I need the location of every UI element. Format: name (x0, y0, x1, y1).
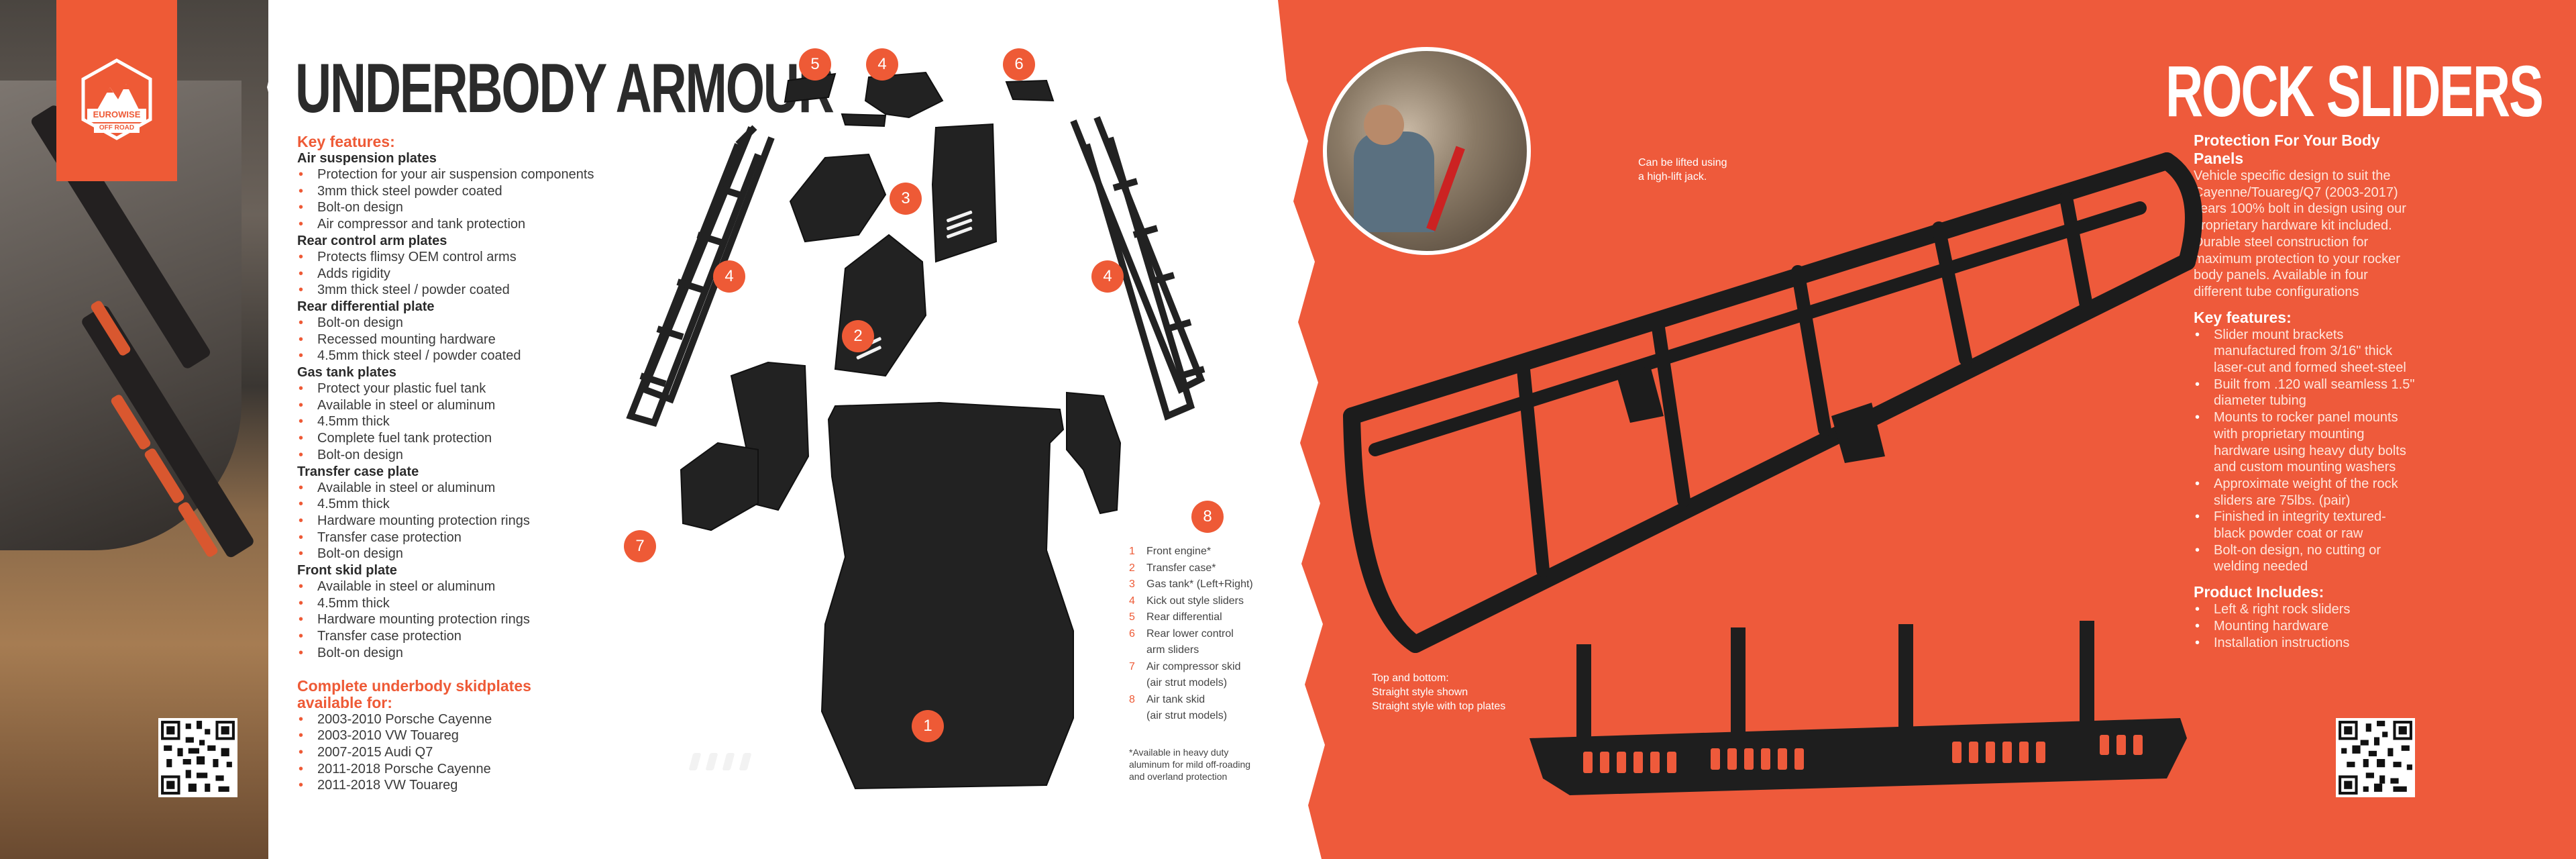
include-item: Left & right rock sliders (2194, 601, 2415, 618)
page-title-underbody: UNDERBODY ARMOUR (295, 50, 835, 128)
part-badge: 7 (624, 530, 656, 562)
feature-item: Bolt-on design (297, 546, 646, 562)
part-badge: 4 (866, 48, 898, 81)
brand-logo: EUROWISE OFF ROAD (56, 0, 177, 181)
feature-item: 4.5mm thick steel / powder coated (297, 348, 646, 364)
jack-lift-photo (1323, 47, 1531, 255)
feature-item: Protects flimsy OEM control arms (297, 249, 646, 266)
feature-item: Built from .120 wall seamless 1.5" diame… (2194, 376, 2415, 409)
legend-row: (air strut models) (1146, 677, 1228, 689)
underbody-features: Key features: Air suspension platesProte… (297, 133, 646, 794)
part-rear-control-arm-right (1005, 79, 1055, 102)
torn-paper-edge (267, 0, 302, 859)
logo-subtext: OFF ROAD (99, 124, 135, 132)
section-heading: Transfer case plate (297, 464, 419, 479)
part-badge: 6 (1003, 48, 1035, 81)
part-front-engine-skid (820, 401, 1074, 790)
feature-item: 4.5mm thick (297, 496, 646, 513)
part-badge: 4 (713, 260, 745, 293)
feature-item: Bolt-on design, no cutting or welding ne… (2194, 542, 2415, 575)
feature-item: Protect your plastic fuel tank (297, 381, 646, 397)
feature-item: Air compressor and tank protection (297, 216, 646, 233)
feature-item: Adds rigidity (297, 266, 646, 283)
page-title-rock-sliders: ROCK SLIDERS (2165, 50, 2544, 132)
intro-heading: Protection For Your Body Panels (2194, 132, 2380, 167)
include-item: Installation instructions (2194, 635, 2415, 652)
part-badge: 3 (890, 183, 922, 215)
part-gas-tank-left (789, 153, 887, 243)
feature-item: Finished in integrity textured-black pow… (2194, 509, 2415, 542)
feature-item: Transfer case protection (297, 529, 646, 546)
feature-item: Approximate weight of the rock sliders a… (2194, 476, 2415, 509)
complete-heading-2: available for: (297, 693, 392, 711)
feature-item: Recessed mounting hardware (297, 332, 646, 348)
complete-heading-1: Complete underbody skidplates (297, 676, 531, 695)
feature-item: 3mm thick steel / powder coated (297, 282, 646, 299)
part-badge: 1 (912, 710, 944, 742)
part-air-compressor-skid-b (680, 442, 759, 532)
feature-item: Available in steel or aluminum (297, 578, 646, 595)
part-transfer-case (834, 234, 927, 377)
part-badge: 2 (842, 320, 874, 352)
feature-item: 4.5mm thick (297, 413, 646, 430)
feature-item: Available in steel or aluminum (297, 397, 646, 414)
rock-slider-description: Protection For Your Body Panels Vehicle … (2194, 132, 2415, 651)
part-badge: 8 (1191, 501, 1224, 533)
feature-item: Bolt-on design (297, 315, 646, 332)
section-heading: Rear differential plate (297, 299, 435, 314)
feature-item: Mounts to rocker panel mounts with propr… (2194, 409, 2415, 476)
intro-text: Vehicle specific design to suit the Caye… (2194, 168, 2406, 299)
qr-code-left[interactable] (158, 718, 237, 797)
feature-item: Slider mount brackets manufactured from … (2194, 327, 2415, 376)
part-badge: 5 (799, 48, 831, 81)
include-item: Mounting hardware (2194, 618, 2415, 635)
feature-item: Bolt-on design (297, 645, 646, 662)
feature-item: Available in steel or aluminum (297, 480, 646, 497)
part-badge: 4 (1091, 260, 1124, 293)
section-heading: Gas tank plates (297, 365, 396, 381)
rock-key-features-heading: Key features: (2194, 308, 2292, 326)
footnote: *Available in heavy duty aluminum for mi… (1129, 747, 1251, 782)
legend-row: arm sliders (1146, 644, 1199, 656)
rock-slider-illustration (1343, 152, 2202, 795)
photo-caption: Can be lifted using a high-lift jack. (1638, 157, 1727, 183)
vehicle-item: 2007-2015 Audi Q7 (297, 744, 646, 761)
vehicle-list: 2003-2010 Porsche Cayenne 2003-2010 VW T… (297, 711, 646, 795)
feature-item: 4.5mm thick (297, 595, 646, 612)
slider-caption: Top and bottom: Straight style shown Str… (1372, 672, 1506, 712)
feature-item: Complete fuel tank protection (297, 430, 646, 447)
feature-item: Bolt-on design (297, 199, 646, 216)
logo-text: EUROWISE (93, 109, 141, 119)
section-heading: Air suspension plates (297, 151, 437, 166)
feature-item: Bolt-on design (297, 447, 646, 464)
feature-item: Hardware mounting protection rings (297, 611, 646, 628)
feature-item: Protection for your air suspension compo… (297, 166, 646, 183)
feature-item: Transfer case protection (297, 628, 646, 645)
section-heading: Rear control arm plates (297, 233, 447, 248)
vehicle-item: 2003-2010 Porsche Cayenne (297, 711, 646, 728)
vehicle-item: 2011-2018 Porsche Cayenne (297, 761, 646, 778)
key-features-heading: Key features: (297, 133, 395, 150)
part-air-tank-skid (1066, 391, 1122, 515)
legend-row: (air strut models) (1146, 710, 1228, 721)
part-rear-differential (864, 71, 944, 119)
includes-heading: Product Includes: (2194, 583, 2324, 601)
qr-code-right[interactable] (2336, 718, 2415, 797)
section-heading: Front skid plate (297, 563, 397, 578)
vehicle-item: 2011-2018 VW Touareg (297, 777, 646, 794)
part-gas-tank-right (931, 123, 998, 263)
feature-item: Hardware mounting protection rings (297, 513, 646, 529)
vehicle-item: 2003-2010 VW Touareg (297, 727, 646, 744)
feature-item: 3mm thick steel powder coated (297, 183, 646, 200)
